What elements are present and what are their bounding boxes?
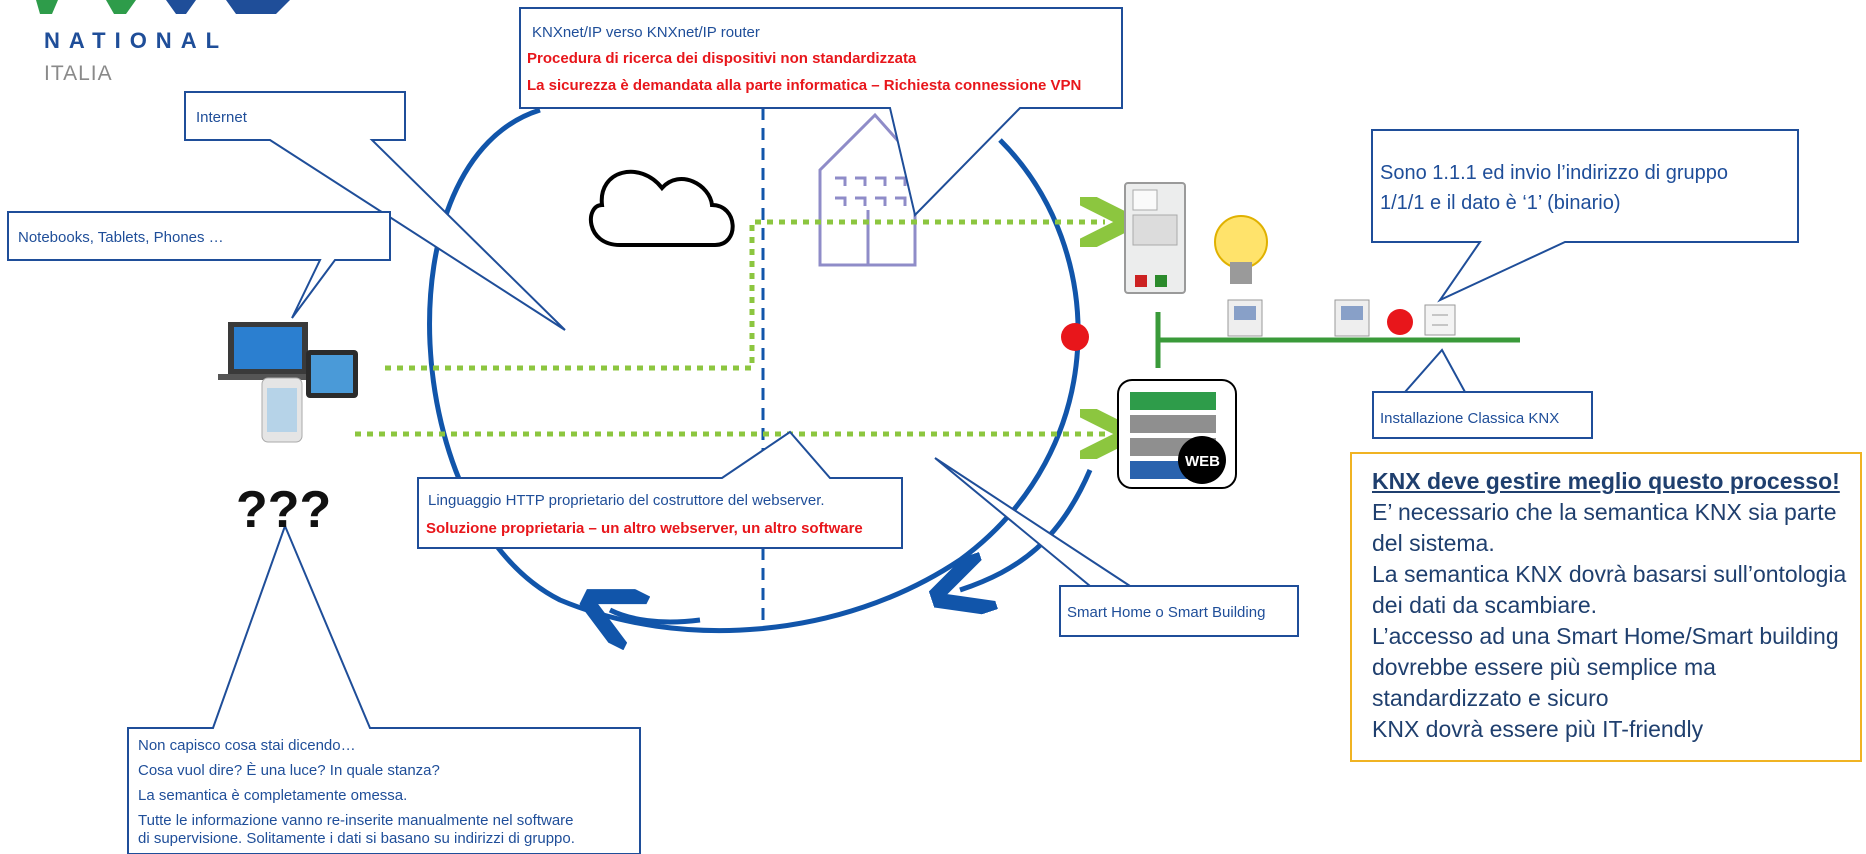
- house-icon: [818, 112, 917, 267]
- confused-line5: di supervisione. Solitamente i dati si b…: [138, 830, 575, 847]
- knx-box-line: L’accesso ad una Smart Home/Smart buildi…: [1372, 623, 1839, 649]
- router-line2: Procedura di ricerca dei dispositivi non…: [527, 50, 917, 67]
- knx-conclusion-box: KNX deve gestire meglio questo processo!…: [1350, 452, 1862, 762]
- red-status-dot-bus: [1387, 309, 1413, 335]
- callout-sender: Sono 1.1.1 ed invio l’indirizzo di grupp…: [1371, 129, 1799, 303]
- router-line3: La sicurezza è demandata alla parte info…: [527, 77, 1081, 94]
- smart-label: Smart Home o Smart Building: [1067, 604, 1265, 621]
- knx-box-line: La semantica KNX dovrà basarsi sull’onto…: [1372, 561, 1847, 587]
- cloud-icon: [588, 169, 735, 247]
- knx-box-line: standardizzato e sicuro: [1372, 685, 1609, 711]
- router-line1: KNXnet/IP verso KNXnet/IP router: [532, 24, 760, 41]
- sender-line1: Sono 1.1.1 ed invio l’indirizzo di grupp…: [1380, 162, 1728, 184]
- tablet-icon: [306, 350, 358, 398]
- knx-box-line: E’ necessario che la semantica KNX sia p…: [1372, 499, 1837, 525]
- lightbulb-icon: [1214, 215, 1268, 284]
- confused-line1: Non capisco cosa stai dicendo…: [138, 737, 356, 754]
- laptop-icon: [218, 322, 318, 380]
- knx-box-line: KNX dovrà essere più IT-friendly: [1372, 716, 1704, 742]
- knx-box-line: del sistema.: [1372, 530, 1495, 556]
- question-marks: ???: [236, 481, 332, 539]
- logo-italia-text: ITALIA: [44, 62, 113, 85]
- http-line2: Soluzione proprietaria – un altro webser…: [426, 520, 863, 537]
- knx-box-line: dei dati da scambiare.: [1372, 592, 1598, 618]
- callout-smart: Smart Home o Smart Building: [934, 457, 1299, 637]
- sender-line2: 1/1/1 e il dato è ‘1’ (binario): [1380, 192, 1621, 214]
- callout-devices: Notebooks, Tablets, Phones …: [7, 211, 391, 319]
- http-line1: Linguaggio HTTP proprietario del costrut…: [428, 492, 825, 509]
- knx-bus-line: [1155, 312, 1520, 368]
- callout-http: Linguaggio HTTP proprietario del costrut…: [417, 430, 903, 549]
- web-label: WEB: [1185, 453, 1220, 470]
- red-status-dot: [1061, 323, 1089, 351]
- actuator-icon: [1227, 299, 1263, 337]
- callout-router: KNXnet/IP verso KNXnet/IP router Procedu…: [519, 7, 1123, 217]
- actuator-icon-2: [1334, 299, 1370, 337]
- phone-icon: [261, 377, 303, 443]
- callout-confused: Non capisco cosa stai dicendo… Cosa vuol…: [127, 523, 641, 854]
- knx-box-heading: KNX deve gestire meglio questo processo!: [1372, 468, 1840, 494]
- internet-label: Internet: [196, 109, 248, 126]
- callout-classic: Installazione Classica KNX: [1372, 348, 1593, 439]
- network-ellipse: [427, 107, 1093, 631]
- knx-box-line: dovrebbe essere più semplice ma: [1372, 654, 1716, 680]
- knx-logo-mark: [36, 0, 290, 14]
- webserver-icon: WEB: [1117, 379, 1237, 489]
- ellipse-arrow-left: [610, 610, 701, 622]
- confused-line3: La semantica è completamente omessa.: [138, 787, 407, 804]
- ellipse-arrow-right: [960, 469, 1093, 590]
- dotted-connections: [355, 222, 1105, 434]
- push-button-icon: [1424, 304, 1456, 336]
- callout-internet: Internet: [184, 91, 566, 331]
- classic-label: Installazione Classica KNX: [1380, 410, 1559, 427]
- logo-national-text: NATIONAL: [44, 28, 229, 53]
- confused-line2: Cosa vuol dire? È una luce? In quale sta…: [138, 762, 440, 779]
- confused-line4: Tutte le informazione vanno re-inserite …: [138, 812, 574, 829]
- knx-router-icon: [1124, 182, 1186, 294]
- devices-label: Notebooks, Tablets, Phones …: [18, 229, 224, 246]
